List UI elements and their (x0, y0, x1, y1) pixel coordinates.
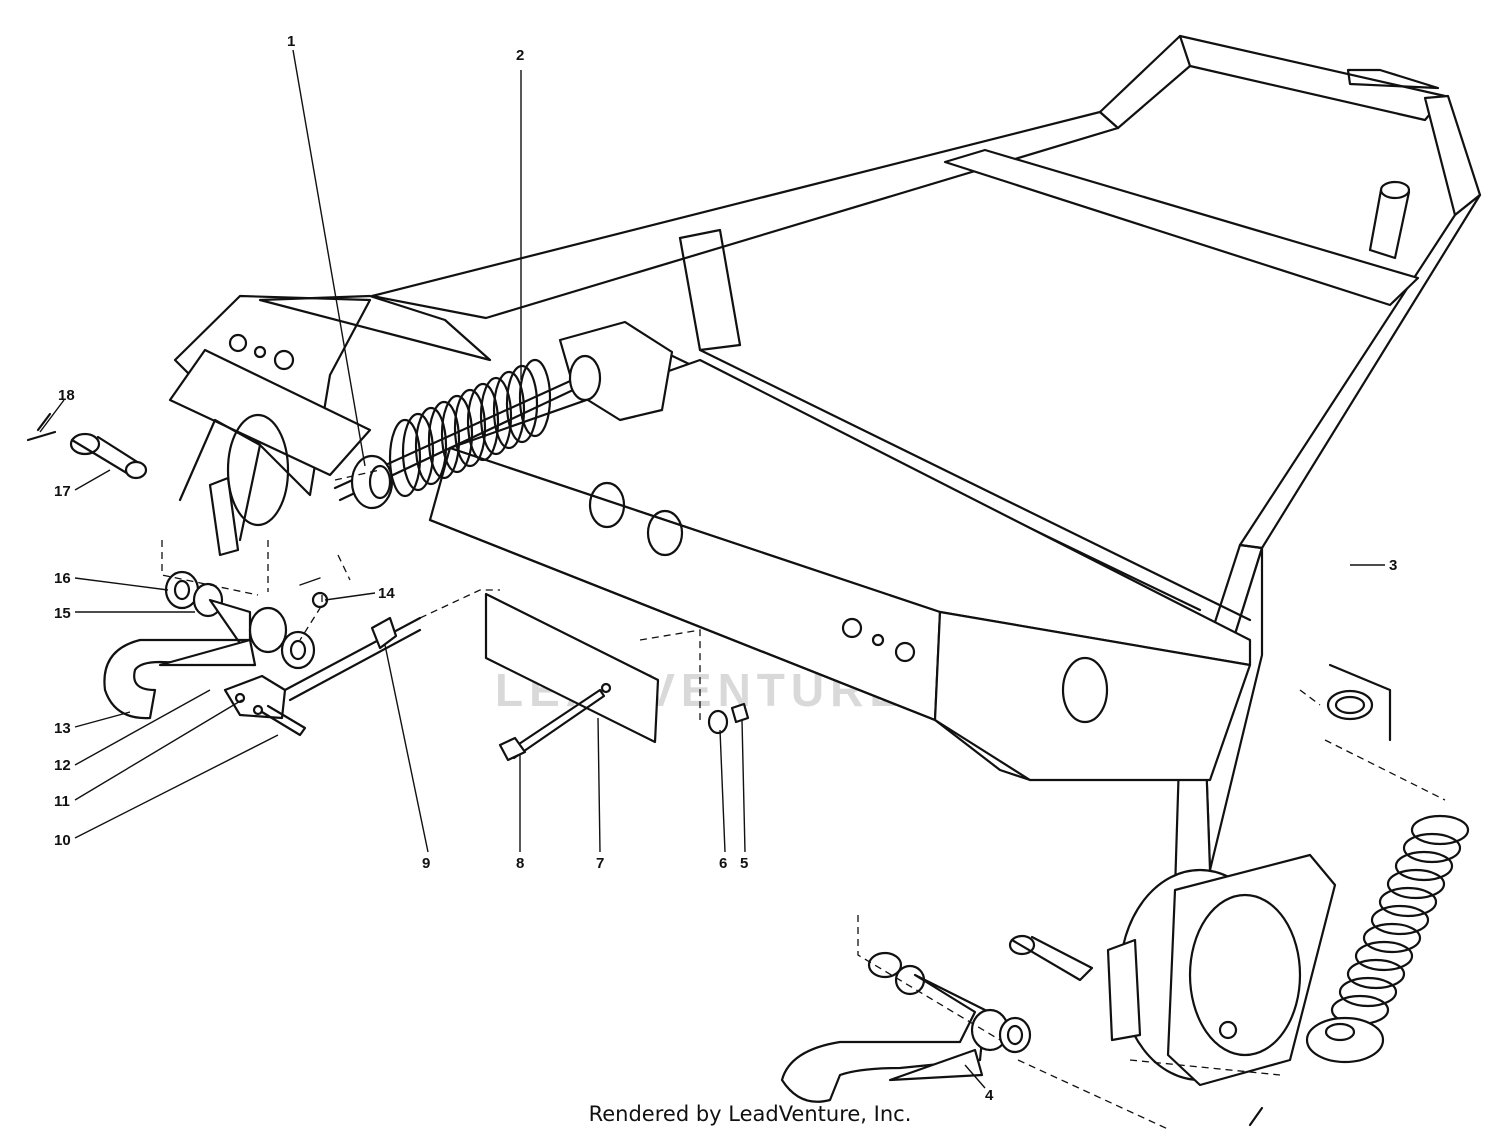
callout-13: 13 (54, 720, 71, 737)
callout-labels: 1 2 3 4 5 6 7 8 9 10 11 12 13 14 15 16 1… (54, 33, 1397, 1104)
callout-11: 11 (54, 793, 70, 810)
assembly-guide-lines (161, 469, 1446, 1131)
callout-5: 5 (740, 855, 748, 872)
callout-12: 12 (54, 757, 71, 774)
callout-14: 14 (378, 585, 395, 602)
rear-right-spring-assembly (780, 814, 1470, 1127)
callout-leaders (39, 49, 1385, 1089)
front-left-spring-assembly (26, 320, 674, 737)
callout-4: 4 (985, 1087, 994, 1104)
callout-1: 1 (287, 33, 295, 50)
callout-7: 7 (596, 855, 604, 872)
callout-16: 16 (54, 570, 71, 587)
frame-assembly (168, 34, 1482, 892)
callout-18: 18 (58, 387, 75, 404)
callout-6: 6 (719, 855, 727, 872)
callout-10: 10 (54, 832, 71, 849)
callout-15: 15 (54, 605, 71, 622)
footer-credit: Rendered by LeadVenture, Inc. (588, 1102, 912, 1126)
callout-2: 2 (516, 47, 524, 64)
callout-8: 8 (516, 855, 524, 872)
callout-17: 17 (54, 483, 71, 500)
plate-hardware (484, 592, 750, 762)
coil-spring (388, 358, 552, 498)
callout-3: 3 (1389, 557, 1397, 574)
callout-9: 9 (422, 855, 430, 872)
